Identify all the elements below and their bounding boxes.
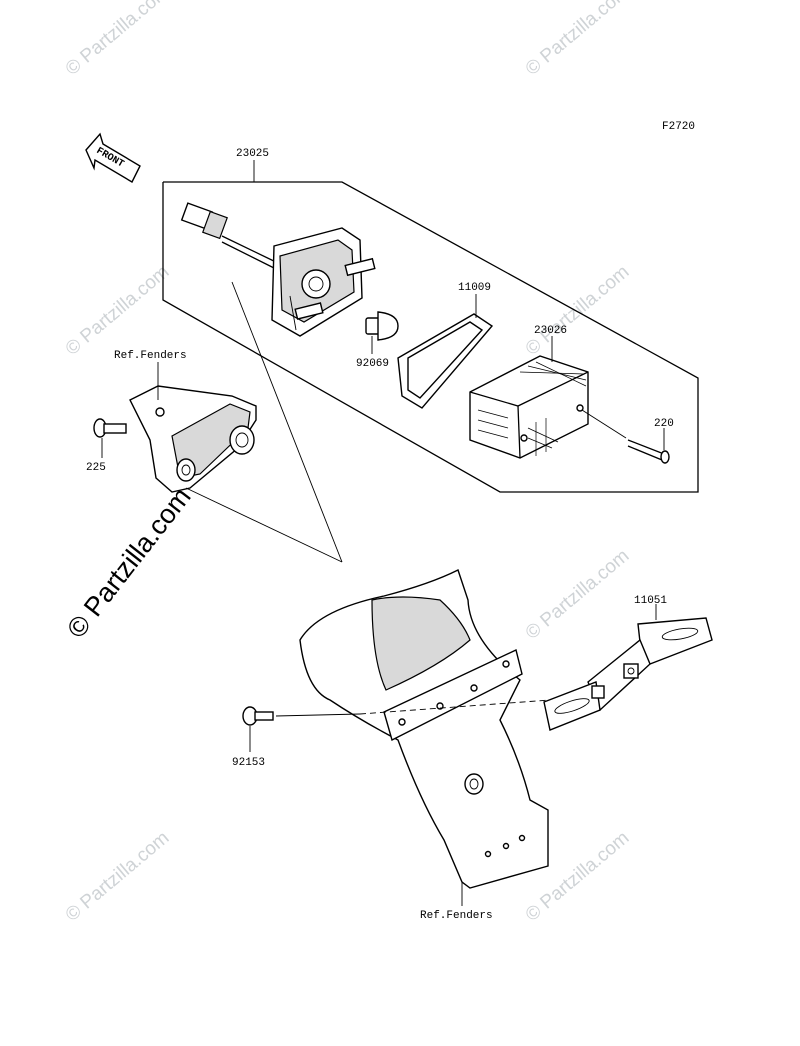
front-arrow-icon: FRONT (85, 132, 141, 183)
callout-ref-fenders-bottom: Ref.Fenders (420, 910, 493, 922)
assembly-boundary (162, 181, 699, 493)
watermark-layer: © Partzilla.com © Partzilla.com © Partzi… (61, 0, 633, 926)
callout-220: 220 (654, 418, 674, 430)
callout-23025: 23025 (236, 148, 269, 160)
watermark-text: © Partzilla.com (62, 827, 174, 925)
bolt-icon (93, 418, 127, 458)
watermark-text: © Partzilla.com (62, 261, 174, 359)
callout-92069: 92069 (356, 358, 389, 370)
plate-bracket-icon (543, 604, 713, 731)
screw-icon (581, 409, 670, 464)
diagram-code: F2720 (662, 121, 695, 133)
callout-225: 225 (86, 462, 106, 474)
callout-11009: 11009 (458, 282, 491, 294)
callout-11051: 11051 (634, 595, 667, 607)
watermark-text: © Partzilla.com (522, 545, 634, 643)
watermark-text: © Partzilla.com (62, 0, 174, 80)
reference-line (231, 281, 343, 563)
lens-icon (469, 336, 589, 459)
mount-bracket-icon (129, 362, 257, 493)
watermark-text: © Partzilla.com (522, 0, 634, 80)
bulb-icon (365, 311, 399, 354)
callout-23026: 23026 (534, 325, 567, 337)
screw-92153-icon (242, 699, 551, 752)
taillight-socket-assembly (180, 202, 376, 337)
gasket-icon (397, 294, 494, 409)
watermark-main: © Partzilla.com (61, 482, 197, 644)
reference-line (185, 487, 343, 563)
callout-92153: 92153 (232, 757, 265, 769)
callout-ref-fenders-top: Ref.Fenders (114, 350, 187, 362)
watermark-text: © Partzilla.com (522, 261, 634, 359)
callout-labels: 23025 11009 23026 92069 220 Ref.Fenders … (86, 148, 674, 922)
rear-fender-icon (299, 569, 549, 906)
